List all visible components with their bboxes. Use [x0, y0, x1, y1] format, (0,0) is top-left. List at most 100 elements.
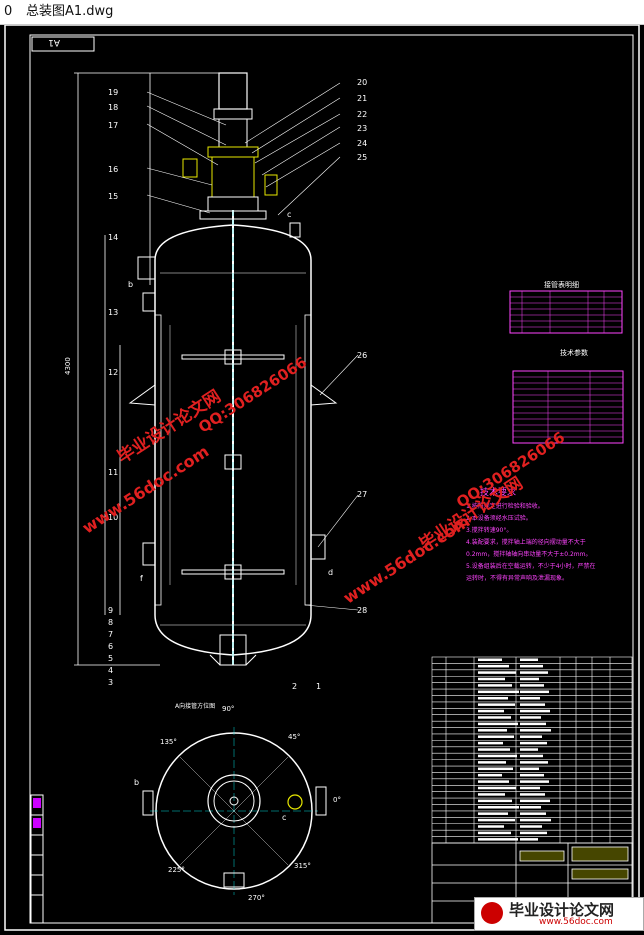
- bom-cell-text: [478, 825, 504, 828]
- tech-params-table: 技术参数: [512, 348, 624, 444]
- support-lugs: [128, 384, 338, 406]
- section-letter-c: c: [282, 813, 286, 822]
- bom-cell-text: [478, 696, 508, 700]
- bom-cell-text: [478, 664, 509, 668]
- part-no-15: 15: [108, 192, 118, 201]
- bom-cell-text: [478, 741, 503, 745]
- bom-cell-text: [520, 709, 550, 713]
- part-no-27: 27: [357, 490, 367, 499]
- section-view: A向接管方位图: [142, 702, 327, 895]
- tech-req-line-3: 3.搅拌转速90°。: [466, 526, 512, 534]
- angle-315: 315°: [294, 862, 311, 870]
- bom-cell-text: [520, 716, 541, 719]
- bom-cell-text: [520, 838, 538, 841]
- part-no-24: 24: [357, 139, 367, 148]
- nozzles: [137, 222, 326, 666]
- view-label: A1: [48, 37, 60, 47]
- part-no-14: 14: [108, 233, 118, 242]
- part-no-3: 3: [108, 678, 113, 687]
- window-title: 总装图A1.dwg: [26, 4, 114, 19]
- part-no-11: 11: [108, 468, 118, 477]
- tech-req-line-4: 4.装配要求，搅拌轴上端的径向摆动量不大于: [466, 538, 586, 546]
- bom-cell-text: [520, 684, 544, 687]
- part-no-26: 26: [357, 351, 367, 360]
- bom-cell-text: [478, 690, 519, 694]
- bom-cell-text: [478, 838, 518, 841]
- part-no-2: 2: [292, 682, 297, 691]
- nozzle-letter-f: f: [140, 574, 143, 583]
- bom-cell-text: [520, 735, 542, 738]
- tech-req-line-2: 2.本设备须经水压试验。: [466, 514, 532, 522]
- bom-cell-text: [520, 812, 546, 815]
- bom-cell-text: [478, 786, 516, 790]
- bom-cell-text: [520, 690, 549, 694]
- nozzle-table-title: 接管表明细: [544, 280, 579, 289]
- bom-cell-text: [520, 741, 547, 745]
- bom-cell-text: [478, 729, 507, 732]
- part-no-1: 1: [316, 682, 321, 691]
- part-no-28: 28: [357, 606, 367, 615]
- angle-225: 225°: [168, 866, 185, 874]
- tech-req-line-1: 1.按照规定进行检验和验收。: [466, 502, 544, 510]
- tech-req-line-6: 5.设备组装后在空载运转，不少于4小时，严禁在: [466, 562, 596, 570]
- part-no-22: 22: [357, 110, 367, 119]
- bom-cell-text: [478, 658, 502, 661]
- part-no-6: 6: [108, 642, 113, 651]
- part-no-9: 9: [108, 606, 113, 615]
- agitator-shaft: [181, 210, 285, 665]
- corner-logo: 毕业设计论文网 www.56doc.com: [474, 897, 644, 931]
- bom-cell-text: [478, 716, 511, 719]
- part-no-17: 17: [108, 121, 118, 130]
- bom-cell-text: [520, 818, 551, 822]
- bom-cell-text: [520, 677, 539, 681]
- part-no-23: 23: [357, 124, 367, 133]
- tech-req-line-7: 运转时，不得有异常声响及泄漏现象。: [466, 574, 568, 582]
- logo-emblem-icon: [481, 902, 503, 924]
- tech-requirements: 技术要求 1.按照规定进行检验和验收。 2.本设备须经水压试验。 3.搅拌转速9…: [466, 486, 596, 582]
- motor-drive: [182, 72, 278, 220]
- drawing-canvas[interactable]: A1 4300: [0, 24, 644, 931]
- bom-cell-text: [520, 767, 539, 771]
- bom-cell-text: [520, 748, 538, 751]
- logo-url: www.56doc.com: [539, 917, 613, 927]
- section-label: A向接管方位图: [175, 702, 215, 710]
- bom-cell-text: [520, 696, 540, 700]
- tech-req-title: 技术要求: [480, 486, 516, 498]
- bom-cell-text: [520, 722, 546, 726]
- bom-cell-text: [478, 780, 509, 783]
- bom-cell-text: [478, 677, 505, 681]
- bom-cell-text: [520, 671, 548, 674]
- part-no-12: 12: [108, 368, 118, 377]
- titlebar-prefix: 0: [4, 4, 13, 19]
- bom-cell-text: [520, 658, 538, 661]
- bom-cell-text: [478, 709, 504, 713]
- bom-cell-text: [520, 780, 549, 783]
- nozzle-letter-d: d: [328, 568, 333, 577]
- bom-cell-text: [478, 767, 513, 771]
- bom-cell-text: [520, 761, 548, 764]
- bom-cell-text: [520, 786, 540, 790]
- bom-cell-text: [520, 773, 544, 777]
- tech-table-title: 技术参数: [560, 348, 588, 357]
- bom-cell-text: [478, 748, 510, 751]
- bom-cell-text: [478, 754, 517, 758]
- angle-90: 90°: [222, 705, 234, 713]
- part-no-7: 7: [108, 630, 113, 639]
- bom-cell-text: [520, 799, 550, 803]
- angle-45: 45°: [288, 733, 300, 741]
- bom-cell-text: [478, 799, 512, 803]
- nozzle-letter-b: b: [128, 280, 133, 289]
- part-no-8: 8: [108, 618, 113, 627]
- part-no-18: 18: [108, 103, 118, 112]
- dimension-lines: [74, 72, 225, 666]
- tech-req-line-5: 0.2mm，搅拌轴轴向串动量不大于±0.2mm。: [466, 550, 592, 558]
- window-titlebar: 0 总装图A1.dwg: [0, 0, 644, 25]
- part-no-4: 4: [108, 666, 113, 675]
- drawing-border: [4, 24, 640, 931]
- bom-cell-text: [478, 684, 512, 687]
- left-stamp-column: [30, 794, 44, 924]
- leader-lines: [146, 82, 359, 611]
- bom-cell-text: [478, 773, 502, 777]
- inner-frame: [29, 34, 634, 924]
- bom-cell-text: [478, 831, 511, 835]
